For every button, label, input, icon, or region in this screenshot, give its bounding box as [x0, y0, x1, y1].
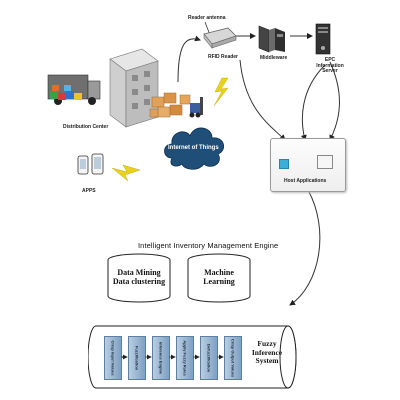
fuzzy-step-inference-engine: Inference Engine: [152, 336, 170, 380]
distribution-center-illustration: [47, 48, 203, 128]
machine-learning-cylinder: [187, 253, 251, 303]
host-applications-label: Host Applications: [284, 178, 327, 184]
fuzzy-step-defuzzification: Defuzzification: [200, 336, 218, 380]
rfid-reader-label: RFID Reader: [208, 54, 239, 60]
lightning-left: [111, 164, 141, 182]
engine-title: Intelligent Inventory Management Engine: [138, 241, 279, 250]
machine-learning-text: Machine Learning: [188, 268, 250, 286]
middleware-label: Middleware: [260, 55, 288, 61]
forklift-icon: [189, 97, 203, 118]
fuzzy-title-line3: System: [255, 356, 279, 365]
host-applications-box: [270, 138, 346, 192]
reader-antenna-label: Reader antenna: [188, 15, 226, 21]
data-mining-line2: Data clustering: [112, 277, 166, 286]
fuzzy-step-apply-rules: Apply Fuzzy Rules: [176, 336, 194, 380]
data-mining-text: Data Mining Data clustering: [108, 268, 170, 286]
cargo-icon: [50, 85, 82, 100]
data-mining-line1: Data Mining: [117, 268, 161, 277]
epc-server-label-text: EPC Information Server: [316, 57, 344, 74]
data-mining-cylinder: [107, 253, 171, 303]
host-app-icon-right: [317, 155, 333, 169]
fuzzy-title-line1: Fuzzy: [257, 339, 277, 348]
phones-icon: [77, 153, 104, 175]
arrow-middleware-to-host: [300, 64, 326, 141]
cloud-icon: [164, 127, 225, 170]
arrow-cluster-to-reader: [177, 35, 201, 83]
arrow-reader-to-host: [239, 59, 286, 141]
packages-icon: [149, 92, 191, 118]
arrow-host-to-engine: [289, 189, 321, 306]
arrow-epc-to-host: [329, 61, 340, 141]
fuzzy-step-crisp-input: Crisp Input Values: [104, 336, 122, 380]
distribution-center-label: Distribution Center: [63, 124, 109, 130]
epc-server-device: [315, 23, 331, 55]
fuzzy-step-fuzzification: Fuzzification: [128, 336, 146, 380]
machine-learning-line1: Machine: [204, 268, 234, 277]
host-app-icon-left: [279, 159, 289, 169]
internet-of-things-label: Internet of Things: [168, 145, 219, 151]
fuzzy-system-title: Fuzzy Inference System: [244, 339, 290, 366]
rfid-reader-device: [203, 27, 237, 49]
lightning-top: [213, 77, 229, 107]
middleware-device: [258, 25, 285, 53]
apps-label: APPS: [82, 188, 96, 194]
epc-server-label: EPC Information Server: [312, 57, 348, 75]
machine-learning-line2: Learning: [203, 277, 235, 286]
fuzzy-step-crisp-output: Crisp Output Values: [224, 336, 242, 380]
fuzzy-title-line2: Inference: [251, 347, 283, 357]
